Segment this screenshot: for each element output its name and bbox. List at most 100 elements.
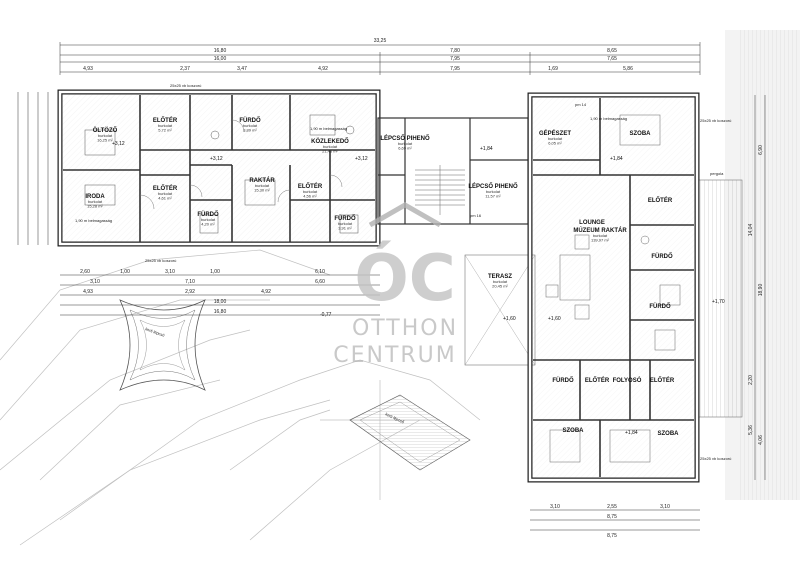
room-area-text: burkolat — [486, 189, 501, 194]
dim-left-block: 16,80 — [214, 48, 227, 54]
room-area-text: 16,25 m² — [97, 138, 113, 143]
room-lepcso-piheno-2: LÉPCSŐ PIHENŐ — [468, 182, 518, 190]
level-mark-4: +1,84 — [480, 146, 493, 152]
level-mark-3: +3,12 — [355, 156, 368, 162]
room-furdo-r2: FÜRDŐ — [649, 303, 671, 310]
room-area-text: burkolat — [398, 141, 413, 146]
dim-right-5: 6,90 — [758, 145, 764, 155]
dim-br-r1-1: 2,55 — [607, 504, 617, 510]
dim-bl-r2-2: 6,60 — [315, 279, 325, 285]
room-area-text: 139,97 m² — [591, 238, 610, 243]
dim-row2-right: 7,65 — [607, 56, 617, 62]
room-folyoso: FOLYOSÓ — [613, 376, 642, 384]
note-parapet-3: 1,90 m belmagasság — [590, 116, 627, 121]
room-terasz: TERASZ — [488, 274, 512, 280]
room-szoba-2: SZOBA — [563, 428, 585, 434]
dim-row3-0: 4,93 — [83, 66, 93, 72]
dimension-lines-top — [59, 42, 701, 75]
room-lounge: LOUNGE — [579, 220, 605, 226]
dim-bl-r2-1: 7,10 — [185, 279, 195, 285]
room-iroda: IRODA — [85, 194, 105, 200]
watermark-line1: OTTHON — [352, 316, 458, 341]
room-furdo-r1: FÜRDŐ — [651, 253, 673, 260]
room-area-text: 15,30 m² — [254, 188, 270, 193]
room-area-text: burkolat — [158, 191, 173, 196]
left-wing: ÖLTÖZŐ ELŐTÉR FÜRDŐ KÖZLEKEDŐ IRODA ELŐT… — [57, 83, 381, 263]
dim-br-r2: 8,75 — [607, 514, 617, 520]
right-wing: GÉPÉSZET SZOBA ELŐTÉR LOUNGE MÚZEUM RAKT… — [527, 92, 731, 483]
room-eloter-3: ELŐTÉR — [298, 182, 323, 190]
room-eloter-1: ELŐTÉR — [153, 116, 178, 124]
dim-row3-5: 1,69 — [548, 66, 558, 72]
room-area-text: burkolat — [158, 123, 173, 128]
dim-bl-r3-0: 4,93 — [83, 289, 93, 295]
room-oltozo: ÖLTÖZŐ — [93, 127, 118, 134]
dimension-lines-left — [17, 92, 49, 245]
dimension-lines-bottom-left — [60, 274, 380, 316]
level-mark-6: +1,84 — [610, 156, 623, 162]
dim-right-1: 18,90 — [758, 284, 764, 297]
dim-bl-r1-3: 1,00 — [210, 269, 220, 275]
note-parapet-2: 1,90 m belmagasság — [310, 126, 347, 131]
dim-right-4: 2,20 — [748, 375, 754, 385]
dim-br-r3: 8,75 — [607, 533, 617, 539]
level-mark-9: +1,70 — [712, 299, 725, 305]
note-pm16: pm 16 — [470, 213, 482, 218]
dim-row3-3: 4,92 — [318, 66, 328, 72]
room-szoba-3: SZOBA — [658, 431, 680, 437]
note-beam-right-bottom: 25x25 vb koszorú — [700, 456, 731, 461]
room-gepeszet: GÉPÉSZET — [539, 129, 571, 137]
watermark-line2: CENTRUM — [333, 343, 457, 368]
dim-overall: 33,25 — [374, 38, 387, 44]
dim-right-2: 5,36 — [748, 425, 754, 435]
room-area-text: burkolat — [548, 136, 563, 141]
room-furdo-1: FÜRDŐ — [239, 117, 261, 124]
room-area-text: burkolat — [323, 144, 338, 149]
dim-row3-4: 7,95 — [450, 66, 460, 72]
level-mark-1: +3,12 — [112, 141, 125, 147]
room-area-text: burkolat — [303, 189, 318, 194]
dim-row2-mid: 7,95 — [450, 56, 460, 62]
room-furdo-2: FÜRDŐ — [197, 211, 219, 218]
room-area-text: 4,56 m² — [303, 194, 317, 199]
room-eloter-r1: ELŐTÉR — [648, 196, 673, 204]
room-area-text: 15,28 m² — [87, 204, 103, 209]
dim-bl-r1-4: 6,10 — [315, 269, 325, 275]
room-szoba-1: SZOBA — [630, 131, 652, 137]
room-area-text: 3,89 m² — [243, 128, 257, 133]
dim-br-r1-0: 3,10 — [550, 504, 560, 510]
dim-row2-left: 16,00 — [214, 56, 227, 62]
room-area-text: burkolat — [88, 199, 103, 204]
room-kozlekedo: KÖZLEKEDŐ — [311, 138, 349, 145]
note-pm14: pm 14 — [575, 102, 587, 107]
note-beam-bottom: 25x25 vb koszorú — [145, 258, 176, 263]
room-area-text: 6,05 m² — [548, 141, 562, 146]
dim-bl-r1-0: 2,60 — [80, 269, 90, 275]
room-area-text: burkolat — [98, 133, 113, 138]
dim-br-r1-2: 3,10 — [660, 504, 670, 510]
garden-stair-2: kerti lépcső — [349, 394, 471, 471]
room-area-text: burkolat — [201, 217, 216, 222]
room-raktar: RAKTÁR — [249, 177, 275, 184]
room-area-text: 5,72 m² — [158, 128, 172, 133]
room-area-text: 4,61 m² — [158, 196, 172, 201]
otthon-centrum-watermark: ÓC OTTHON CENTRUM — [333, 202, 458, 368]
room-area-text: burkolat — [593, 233, 608, 238]
dimension-lines-bottom-right — [530, 509, 700, 531]
note-beam-top: 25x25 vb koszorú — [170, 83, 201, 88]
dim-bl-r1-2: 3,10 — [165, 269, 175, 275]
room-area-text: 4,20 m² — [201, 222, 215, 227]
garden-stair-1: kerti lépcső — [119, 299, 206, 391]
dim-row3-2: 3,47 — [237, 66, 247, 72]
pergola-deck: pergola — [696, 171, 743, 418]
level-mark-7: +1,60 — [548, 316, 561, 322]
dim-right-block: 8,65 — [607, 48, 617, 54]
garden-stair-label-1: kerti lépcső — [145, 326, 166, 338]
room-eloter-2: ELŐTÉR — [153, 184, 178, 192]
room-muzeum-raktar: MÚZEUM RAKTÁR — [573, 227, 627, 234]
room-eloter-r3: ELŐTÉR — [650, 376, 675, 384]
dim-right-3: 4,06 — [758, 435, 764, 445]
room-lepcso-piheno-1: LÉPCSŐ PIHENŐ — [380, 134, 430, 142]
room-furdo-r3: FÜRDŐ — [552, 377, 574, 384]
